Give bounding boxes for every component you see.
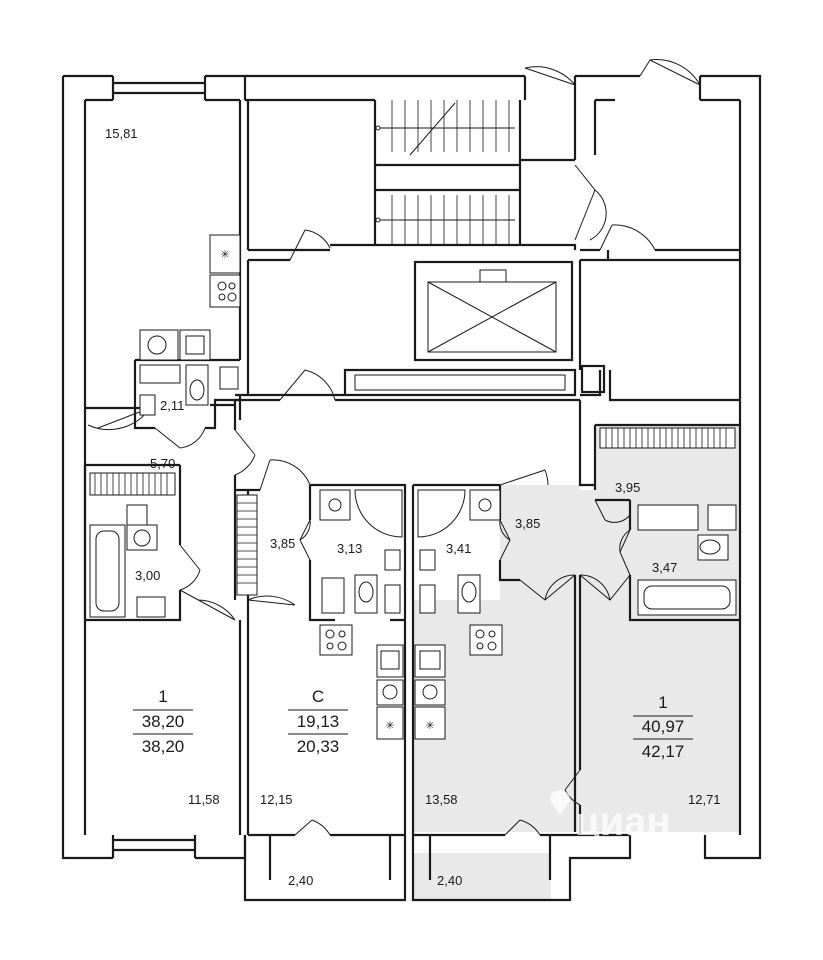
toilet-icon: [354, 574, 378, 614]
total-area: 42,17: [642, 742, 685, 761]
room-area: 2,40: [288, 873, 313, 888]
room-count: 1: [158, 687, 167, 706]
shower-icon: [417, 489, 466, 538]
fridge-icon: [209, 234, 241, 274]
room-area: 3,85: [515, 516, 540, 531]
interior-walls: [83, 98, 740, 837]
room-count: 1: [658, 693, 667, 712]
right-bathroom-fixtures: [637, 504, 737, 616]
radiators: [89, 427, 736, 596]
room-area: 2,11: [160, 398, 184, 413]
bathtub-icon: [89, 524, 126, 618]
svg-text:✳: ✳: [385, 720, 394, 732]
watermark-text: циан: [575, 800, 671, 844]
room-area: 3,47: [652, 560, 677, 575]
room-area: 3,95: [615, 480, 640, 495]
stove-icon: [209, 274, 241, 308]
elevator-shaft: [354, 260, 606, 394]
washer-icon: [414, 679, 446, 706]
sink-icon: [419, 549, 436, 571]
stove-icon: [319, 624, 353, 656]
room-area: 12,71: [688, 792, 721, 807]
room-area-labels: 15,81 2,11 5,70 3,00 11,58 3,85 3,13 12,…: [105, 126, 721, 888]
studio-fixtures: ✳: [319, 489, 404, 740]
fridge-icon: [414, 706, 446, 740]
shower-icon: [354, 489, 403, 538]
apartment-summary-right: 1 40,97 42,17: [633, 693, 693, 761]
sink-icon: [179, 329, 211, 361]
room-area: 3,85: [270, 536, 295, 551]
sink-icon: [384, 549, 401, 571]
apartment-summary-studio: С 19,13 20,33: [288, 687, 348, 756]
room-count: С: [312, 687, 324, 706]
room-area: 11,58: [188, 792, 220, 807]
room-area: 5,70: [150, 456, 175, 471]
room-area: 12,15: [260, 792, 293, 807]
apartment-summary-left: 1 38,20 38,20: [133, 687, 193, 756]
washer-icon: [376, 679, 404, 706]
room-area: 3,00: [135, 568, 160, 583]
total-area: 20,33: [297, 737, 340, 756]
fridge-icon: [376, 706, 404, 740]
exterior-walls: [61, 74, 762, 902]
sink-icon: [136, 596, 166, 618]
toilet-icon: [185, 364, 209, 406]
watermark-logo: циан: [550, 790, 671, 844]
room-area: 13,58: [425, 792, 458, 807]
toilet-icon: [697, 534, 729, 561]
room-area: 15,81: [105, 126, 138, 141]
stove-icon: [469, 624, 503, 656]
living-area: 40,97: [642, 717, 685, 736]
living-area: 19,13: [297, 712, 340, 731]
sink-icon: [637, 504, 699, 531]
middle-fixtures: ✳: [414, 489, 503, 740]
living-area: 38,20: [142, 712, 185, 731]
room-area: 2,40: [437, 873, 462, 888]
left-kitchen-fixtures: ✳: [139, 234, 241, 416]
bathtub-icon: [637, 579, 737, 616]
left-bathroom-fixtures: [89, 504, 166, 618]
room-area: 3,41: [446, 541, 471, 556]
toilet-icon: [457, 574, 481, 614]
svg-text:✳: ✳: [220, 249, 229, 261]
doors: [87, 59, 701, 836]
washer-icon: [139, 329, 179, 361]
room-area: 3,13: [337, 541, 362, 556]
svg-text:✳: ✳: [425, 720, 434, 732]
staircase: [375, 100, 515, 245]
total-area: 38,20: [142, 737, 185, 756]
